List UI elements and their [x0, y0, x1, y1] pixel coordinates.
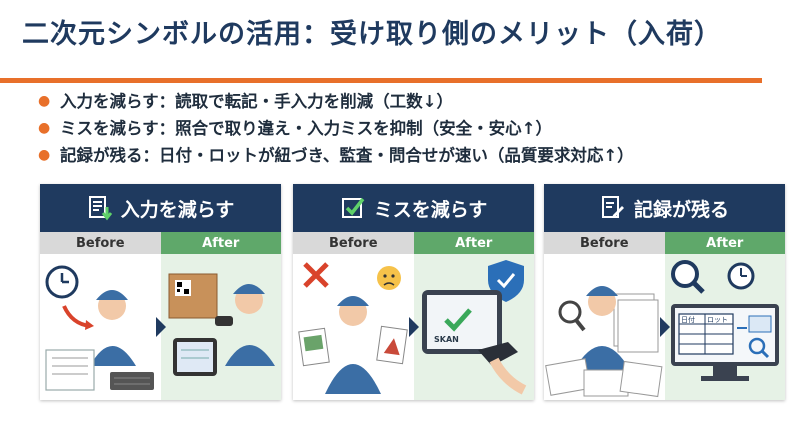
benefit-item: ● 記録が残る：日付・ロットが紐づき、監査・問合せが速い（品質要求対応↑）	[38, 142, 634, 169]
after-illustration	[160, 254, 281, 400]
after-illustration: 日付 ロット	[664, 254, 785, 400]
after-illustration: SKAN	[413, 254, 534, 400]
document-down-arrow-icon	[88, 196, 112, 221]
panel-title: 記録が残る	[633, 198, 729, 221]
benefit-item: ● 入力を減らす：読取で転記・手入力を削減（工数↓）	[38, 88, 634, 115]
transition-arrow-icon	[155, 317, 166, 337]
benefit-item: ● ミスを減らす：照合で取り違え・入力ミスを抑制（安全・安心↑）	[38, 115, 634, 142]
before-label: Before	[40, 232, 161, 254]
panel-header: 記録が残る	[544, 184, 785, 232]
after-label: After	[664, 232, 785, 254]
before-illustration	[544, 254, 665, 400]
page-title: 二次元シンボルの活用：受け取り側のメリット（入荷）	[22, 19, 722, 50]
after-label: After	[413, 232, 534, 254]
after-label: After	[160, 232, 281, 254]
document-pen-icon	[601, 196, 624, 218]
panel-reduce-input: 入力を減らす Before After	[40, 184, 281, 400]
table-header-date: 日付	[681, 315, 695, 324]
panel-header: 入力を減らす	[40, 184, 281, 232]
benefit-text: ミスを減らす：照合で取り違え・入力ミスを抑制（安全・安心↑）	[60, 119, 552, 138]
scanner-screen-text: SKAN	[434, 335, 459, 344]
checkbox-icon	[341, 197, 365, 218]
before-label: Before	[293, 232, 414, 254]
bullet-dot-icon: ●	[38, 147, 51, 163]
panel-reduce-errors: ミスを減らす Before After	[293, 184, 534, 400]
before-illustration	[40, 254, 161, 400]
table-header-lot: ロット	[707, 316, 728, 324]
bullet-dot-icon: ●	[38, 120, 51, 136]
before-illustration	[293, 254, 414, 400]
benefit-text: 入力を減らす：読取で転記・手入力を削減（工数↓）	[60, 92, 453, 111]
benefit-list: ● 入力を減らす：読取で転記・手入力を削減（工数↓） ● ミスを減らす：照合で取り違…	[38, 88, 634, 169]
transition-arrow-icon	[408, 317, 419, 337]
panel-keep-records: 記録が残る Before After	[544, 184, 785, 400]
before-label: Before	[544, 232, 665, 254]
bullet-dot-icon: ●	[38, 93, 51, 109]
panel-title: 入力を減らす	[120, 198, 235, 221]
title-divider	[0, 78, 762, 83]
benefit-text: 記録が残る：日付・ロットが紐づき、監査・問合せが速い（品質要求対応↑）	[60, 146, 634, 165]
panel-header: ミスを減らす	[293, 184, 534, 232]
panel-title: ミスを減らす	[373, 198, 488, 221]
transition-arrow-icon	[659, 317, 670, 337]
